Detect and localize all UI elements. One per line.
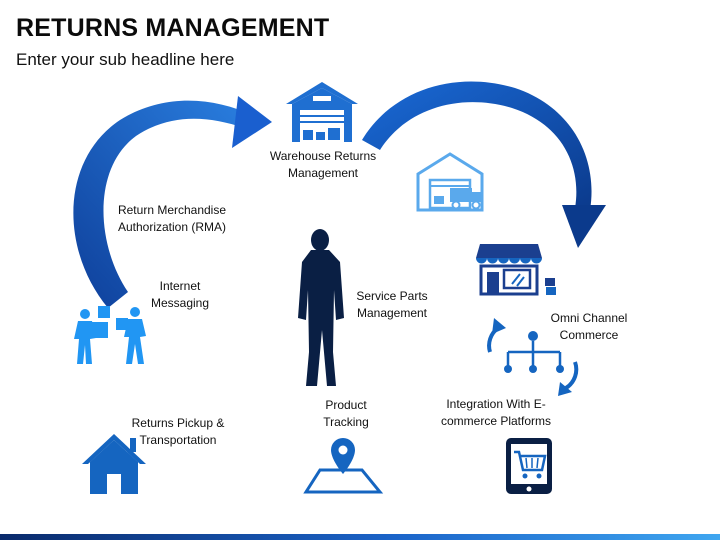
- warehouse-icon: [286, 82, 358, 142]
- label-service-parts: Service Parts Management: [356, 289, 428, 320]
- label-product-tracking: Product Tracking: [323, 398, 369, 429]
- page-subtitle: Enter your sub headline here: [16, 50, 235, 69]
- people-carrying-boxes-icon: [74, 306, 146, 364]
- storefront-icon: [476, 244, 556, 296]
- label-warehouse-returns: Warehouse Returns Management: [269, 149, 377, 180]
- bottom-accent-bar: [0, 534, 720, 540]
- label-internet-messaging: Internet Messaging: [150, 279, 210, 310]
- home-icon: [82, 434, 146, 494]
- right-curved-arrow: [362, 81, 606, 248]
- page-title: RETURNS MANAGEMENT: [16, 14, 330, 42]
- network-cycle-icon: [487, 318, 579, 396]
- map-pin-icon: [303, 438, 384, 494]
- label-rma: Return Merchandise Authorization (RMA): [117, 203, 227, 234]
- label-ecommerce-integration: Integration With E- commerce Platforms: [440, 397, 552, 428]
- tablet-cart-icon: [506, 438, 552, 494]
- left-curved-arrow: [73, 96, 272, 308]
- label-returns-pickup: Returns Pickup & Transportation: [131, 416, 225, 447]
- warehouse-truck-icon: [416, 152, 484, 212]
- businessman-silhouette-icon: [298, 229, 344, 386]
- label-omni-channel: Omni Channel Commerce: [550, 311, 628, 342]
